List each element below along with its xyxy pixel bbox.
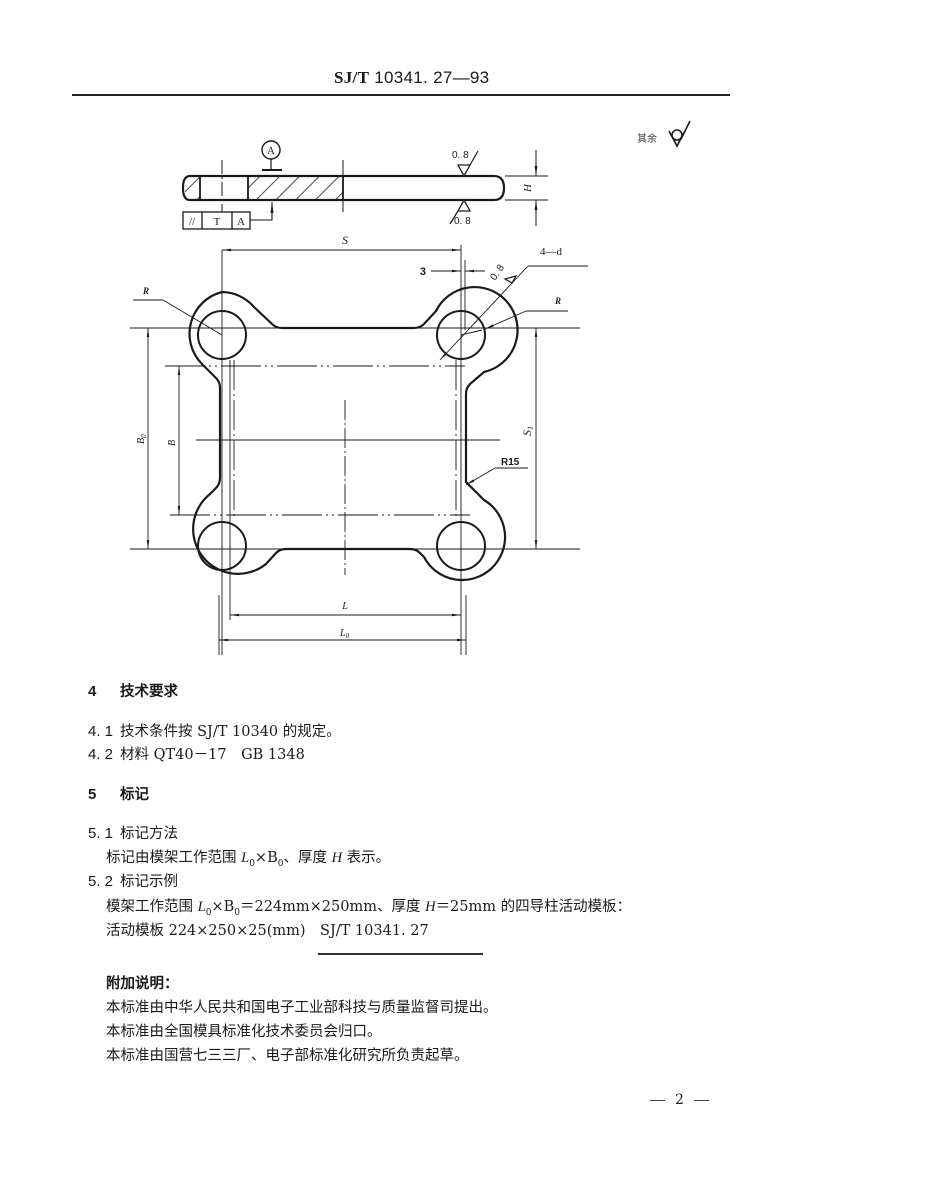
- roughness-hole: 0. 8: [488, 262, 507, 282]
- not-machined-surface-icon: [668, 120, 691, 148]
- standard-code-number: 10341. 27—93: [374, 68, 490, 87]
- svg-text://: //: [189, 216, 196, 228]
- page-number: 2: [640, 1092, 719, 1108]
- datum-label: A: [267, 145, 275, 157]
- standard-code: SJ/T 10341. 27—93: [334, 68, 489, 88]
- dash-right: [693, 1099, 709, 1101]
- thickness-label: H: [522, 183, 534, 193]
- side-view: A 0. 8 0. 8 H // T A: [181, 140, 548, 230]
- header-rule: [72, 94, 730, 96]
- dim-3: 3: [420, 266, 426, 278]
- surface-note: 其余: [637, 120, 691, 148]
- dim-B: B: [167, 440, 178, 446]
- appendix-line: 本标准由全国模具标准化技术委员会归口。: [106, 1024, 382, 1040]
- plan-view: S 3 0. 8 4—d R R R15 B0 B S1: [130, 233, 588, 655]
- radius-left: R: [142, 286, 149, 296]
- appendix-title: 附加说明：: [106, 975, 179, 992]
- appendix-line: 本标准由中华人民共和国电子工业部科技与质量监督司提出。: [106, 1000, 498, 1016]
- roughness-bottom: 0. 8: [454, 216, 471, 227]
- dim-S1: S1: [520, 426, 535, 436]
- tolerance-frame: // T A: [182, 202, 274, 230]
- technical-drawing: 其余 A 0. 8 0. 8 H: [130, 120, 691, 655]
- appendix-line: 本标准由国营七三三厂、电子部标准化研究所负责起草。: [106, 1048, 469, 1064]
- dim-L: L: [341, 601, 348, 612]
- roughness-top: 0. 8: [452, 150, 469, 161]
- dash-left: [650, 1099, 665, 1101]
- svg-text:A: A: [237, 216, 245, 228]
- svg-text:T: T: [214, 216, 221, 228]
- dim-L0: L0: [339, 628, 350, 640]
- section-5-2-example: 活动模板 224×250×25(mm) SJ/T 10341. 27: [106, 923, 429, 939]
- dim-S: S: [342, 233, 348, 247]
- dim-B0: B0: [136, 434, 148, 444]
- section-5-2-body: 模架工作范围 L0×B0＝224mm×250mm、厚度 H＝25mm 的四导柱活…: [106, 899, 632, 918]
- section-5-1-body: 标记由模架工作范围 L0×B0、厚度 H 表示。: [106, 850, 391, 869]
- standard-code-prefix: SJ/T: [334, 68, 370, 87]
- end-rule: [318, 953, 483, 955]
- surface-note-label: 其余: [637, 132, 657, 145]
- radius-right: R: [554, 296, 561, 306]
- radius-fillet: R15: [501, 457, 520, 468]
- hole-callout: 4—d: [540, 246, 563, 258]
